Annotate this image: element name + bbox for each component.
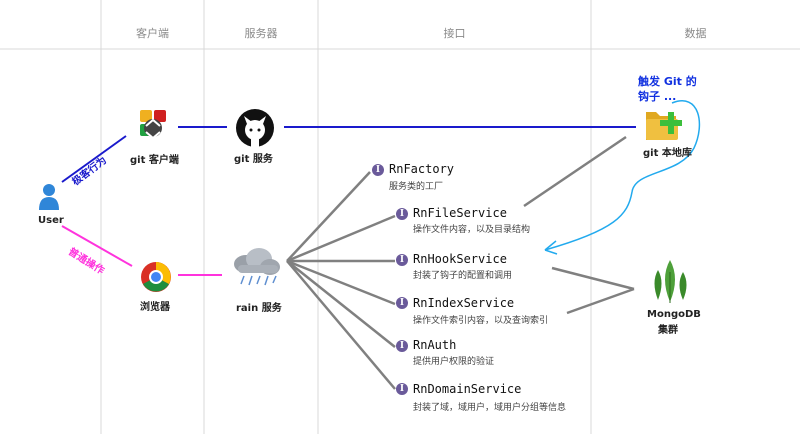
column-header-interface: 接口	[443, 27, 466, 40]
user-icon	[39, 184, 59, 210]
hook-note-line: 触发 Git 的	[638, 75, 697, 88]
geek-path	[61, 126, 636, 183]
service-name: RnFactory	[389, 162, 455, 176]
normal-path	[61, 225, 222, 276]
hook-arrowhead-icon	[544, 240, 558, 255]
mongodb-cluster-label: 集群	[658, 325, 678, 336]
github-icon	[236, 109, 274, 147]
interface-icon: I	[396, 254, 408, 266]
interface-icon: I	[396, 340, 408, 352]
connector-rndomainservice	[286, 260, 396, 390]
service-desc: 封装了钩子的配置和调用	[413, 271, 513, 281]
service-name: RnDomainService	[413, 382, 522, 396]
service-connectors	[286, 135, 635, 390]
service-name: RnAuth	[413, 338, 457, 352]
service-name: RnFileService	[413, 206, 507, 220]
hook-note: 触发 Git 的 钩子 ...	[638, 74, 697, 104]
connector-hook-mongodb	[551, 266, 635, 291]
git-service-label: git 服务	[234, 154, 273, 165]
edge-user-browser	[61, 225, 133, 267]
browser-label: 浏览器	[140, 302, 170, 313]
git-client-label: git 客户端	[130, 155, 179, 166]
interface-icon: I	[372, 164, 384, 176]
interface-icon: I	[396, 297, 408, 309]
interface-icon: I	[396, 208, 408, 220]
rain-service-label: rain 服务	[236, 303, 282, 314]
column-header-server: 服务器	[244, 27, 278, 40]
service-name: RnIndexService	[413, 296, 515, 310]
connector-rnfileservice	[286, 214, 396, 263]
column-header-client: 客户端	[136, 27, 169, 40]
git-client-icon	[140, 110, 166, 140]
folder-plus-icon	[646, 112, 682, 140]
connector-index-mongodb	[566, 287, 635, 315]
hook-trigger-curve	[544, 100, 701, 251]
service-desc: 提供用户权限的验证	[413, 357, 495, 367]
git-local-repo-label: git 本地库	[643, 148, 692, 159]
mongodb-label: MongoDB	[647, 309, 701, 320]
connector-rnauth	[286, 260, 396, 348]
chrome-icon	[141, 262, 171, 292]
connector-file-local-repo	[523, 135, 627, 208]
user-label: User	[38, 215, 64, 226]
edge-user-git-client	[61, 135, 127, 183]
connector-rnfactory	[286, 171, 371, 262]
connector-rnindexservice	[286, 259, 396, 306]
hook-note-line: 钩子 ...	[638, 90, 677, 103]
column-separators	[100, 0, 592, 434]
column-header-data: 数据	[684, 27, 707, 40]
service-desc: 操作文件索引内容，以及查询索引	[413, 316, 549, 326]
mongodb-icon	[654, 260, 687, 303]
interface-icon: I	[396, 383, 408, 395]
service-desc: 封装了域，域用户，域用户分组等信息	[413, 403, 567, 413]
rain-cloud-icon	[234, 248, 280, 286]
service-name: RnHookService	[413, 252, 507, 266]
service-desc: 操作文件内容，以及目录结构	[413, 225, 531, 235]
service-desc: 服务类的工厂	[389, 182, 444, 192]
